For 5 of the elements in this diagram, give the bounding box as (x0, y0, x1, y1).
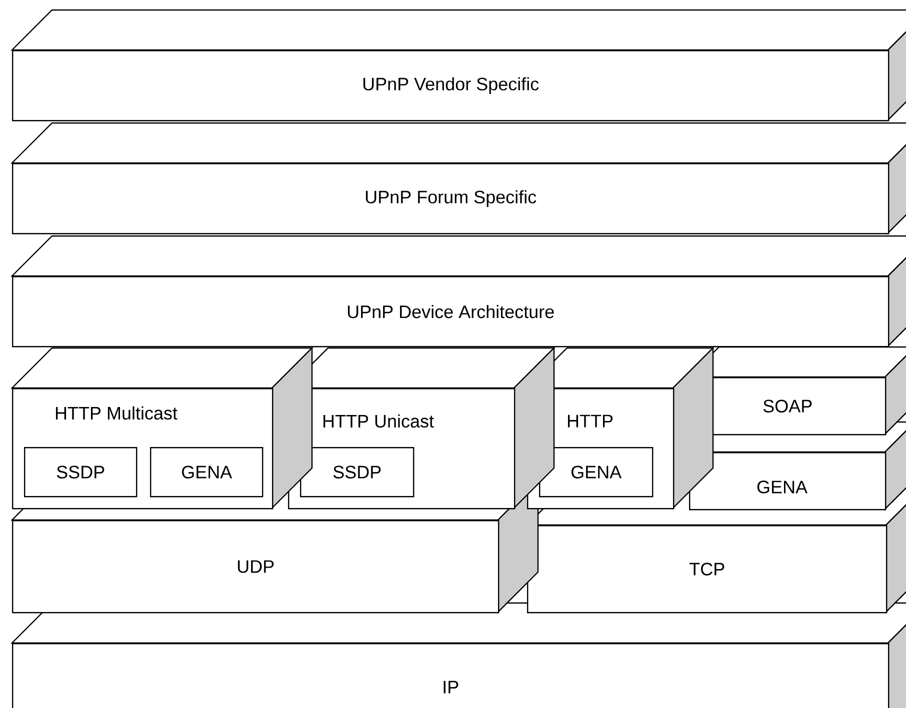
protocol-box: SSDP (300, 447, 414, 498)
protocol-box: SSDP (24, 447, 138, 498)
node-label: IP (444, 680, 458, 694)
protocol-box: GENA (539, 447, 654, 498)
protocol-box: GENA (150, 447, 264, 498)
